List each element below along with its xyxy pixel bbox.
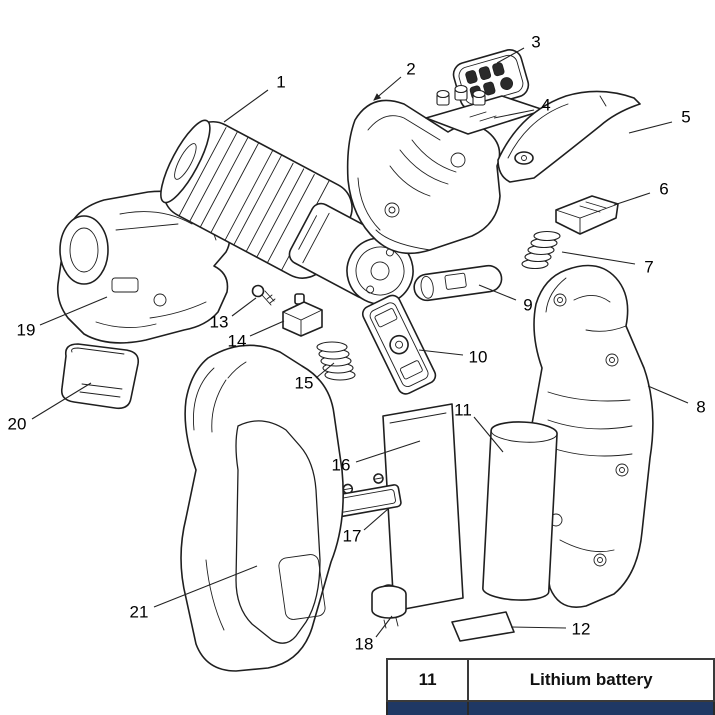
part-label-sheet [382,403,464,612]
leader-line-15 [315,362,335,379]
part-contact-plate [332,473,402,518]
part-spring-large [316,341,356,381]
leader-line-3 [496,47,525,64]
part-battery-door [60,343,140,410]
callout-13: 13 [209,312,229,332]
callout-17: 17 [342,526,362,546]
leader-line-19 [39,296,108,326]
leader-line-1 [223,89,269,123]
callout-2: 2 [406,59,416,79]
callout-14: 14 [227,331,247,351]
callout-7: 7 [644,257,654,277]
part-inner-bracket [361,294,437,395]
leader-line-17 [363,508,389,531]
callout-3: 3 [531,32,541,52]
part-right-housing [528,264,654,608]
callout-8: 8 [696,397,706,417]
leader-line-5 [628,121,673,134]
callout-11: 11 [454,400,472,420]
leader-line-13 [231,297,257,317]
part-main-handle [180,344,344,672]
leader-line-8 [647,385,689,404]
leader-line-18 [375,615,393,638]
part-forward-reverse-button [555,195,619,235]
partial-ref-cell [385,700,470,715]
part-screw [251,284,276,306]
part-shaft [413,264,503,302]
leader-line-9 [478,284,517,301]
part-led-lamp [371,584,407,629]
part-top-cover [497,90,641,183]
leader-line-12 [510,626,567,629]
callout-1: 1 [276,72,286,92]
part-ref-cell: 11 [385,658,470,702]
leader-line-20 [31,382,92,420]
part-battery-cell [482,421,558,601]
leader-line-6 [613,192,651,206]
part-upper-housing [346,99,501,255]
part-pad [451,611,515,642]
callout-4: 4 [541,95,551,115]
callout-5: 5 [681,107,691,127]
part-spring-small [521,230,561,270]
callout-9: 9 [523,295,533,315]
callout-12: 12 [571,619,591,639]
leader-line-7 [561,251,636,265]
callout-10: 10 [468,347,488,367]
callout-15: 15 [294,373,314,393]
leader-line-21 [153,565,258,608]
part-rear-housing [56,190,231,344]
part-name-cell: Lithium battery [467,658,715,702]
callout-18: 18 [354,634,374,654]
leader-line-14 [249,320,285,337]
callout-20: 20 [7,414,27,434]
parts-table-partial-row [385,700,715,715]
part-motor [288,202,414,305]
leader-lines [31,47,689,638]
callout-19: 19 [16,320,36,340]
leader-line-10 [418,349,464,356]
callout-16: 16 [331,455,351,475]
leader-line-2 [373,76,402,101]
leader-line-11 [473,416,504,453]
partial-name-cell [467,700,715,715]
callout-21: 21 [129,602,149,622]
leader-line-16 [355,440,421,463]
leader-line-4 [493,109,535,119]
part-micro-switch [282,293,323,337]
callout-6: 6 [659,179,669,199]
